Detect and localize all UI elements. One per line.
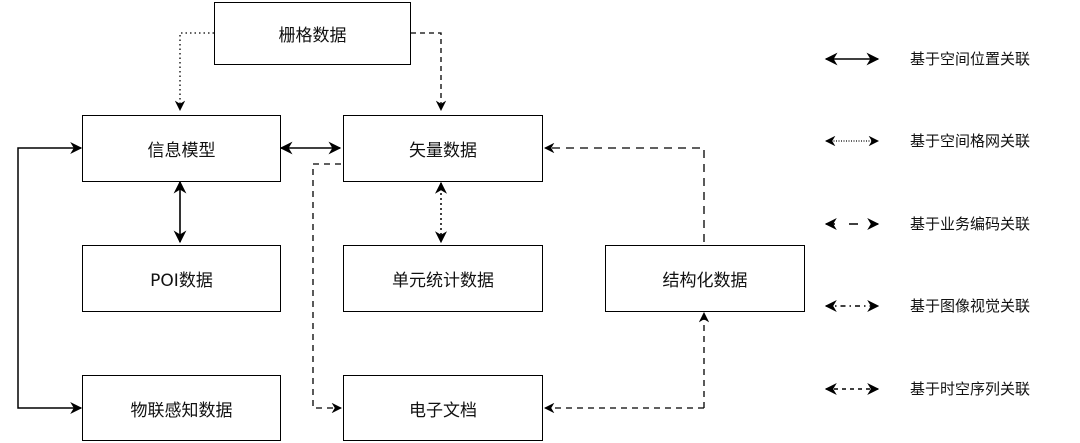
node-vector-data[interactable]: 矢量数据 xyxy=(343,115,543,182)
edge-iot-info-model xyxy=(17,142,83,414)
dotted-arrow-icon xyxy=(824,135,880,147)
legend-label: 基于空间位置关联 xyxy=(910,50,1031,68)
legend-label: 基于时空序列关联 xyxy=(910,380,1031,398)
edge-structured-vector xyxy=(543,142,705,242)
legend-item-business-code: 基于业务编码关联 xyxy=(818,210,1080,238)
node-structured-data[interactable]: 结构化数据 xyxy=(605,245,805,312)
edge-raster-vector xyxy=(411,32,447,112)
node-poi-data[interactable]: POI数据 xyxy=(82,245,281,312)
node-raster-data[interactable]: 栅格数据 xyxy=(214,2,411,65)
legend-label: 基于业务编码关联 xyxy=(910,215,1031,233)
legend-item-image-visual: 基于图像视觉关联 xyxy=(818,292,1080,320)
legend-label: 基于空间格网关联 xyxy=(910,132,1031,150)
legend-item-spatial-location: 基于空间位置关联 xyxy=(818,45,1080,73)
wide-dash-arrow-icon xyxy=(824,218,880,230)
legend-label: 基于图像视觉关联 xyxy=(910,297,1031,315)
dashed-arrow-icon xyxy=(824,383,880,395)
node-info-model[interactable]: 信息模型 xyxy=(82,115,281,182)
legend-item-spatial-grid: 基于空间格网关联 xyxy=(818,127,1080,155)
node-iot-sensing-data[interactable]: 物联感知数据 xyxy=(82,375,281,441)
edge-vector-e-doc xyxy=(312,163,343,414)
edge-raster-info-model xyxy=(174,32,214,112)
solid-arrow-icon xyxy=(824,52,880,66)
node-unit-stats-data[interactable]: 单元统计数据 xyxy=(343,245,543,312)
node-electronic-document[interactable]: 电子文档 xyxy=(343,375,543,441)
dot-dash-arrow-icon xyxy=(824,300,880,312)
legend-item-spatiotemporal-sequence: 基于时空序列关联 xyxy=(818,375,1080,403)
